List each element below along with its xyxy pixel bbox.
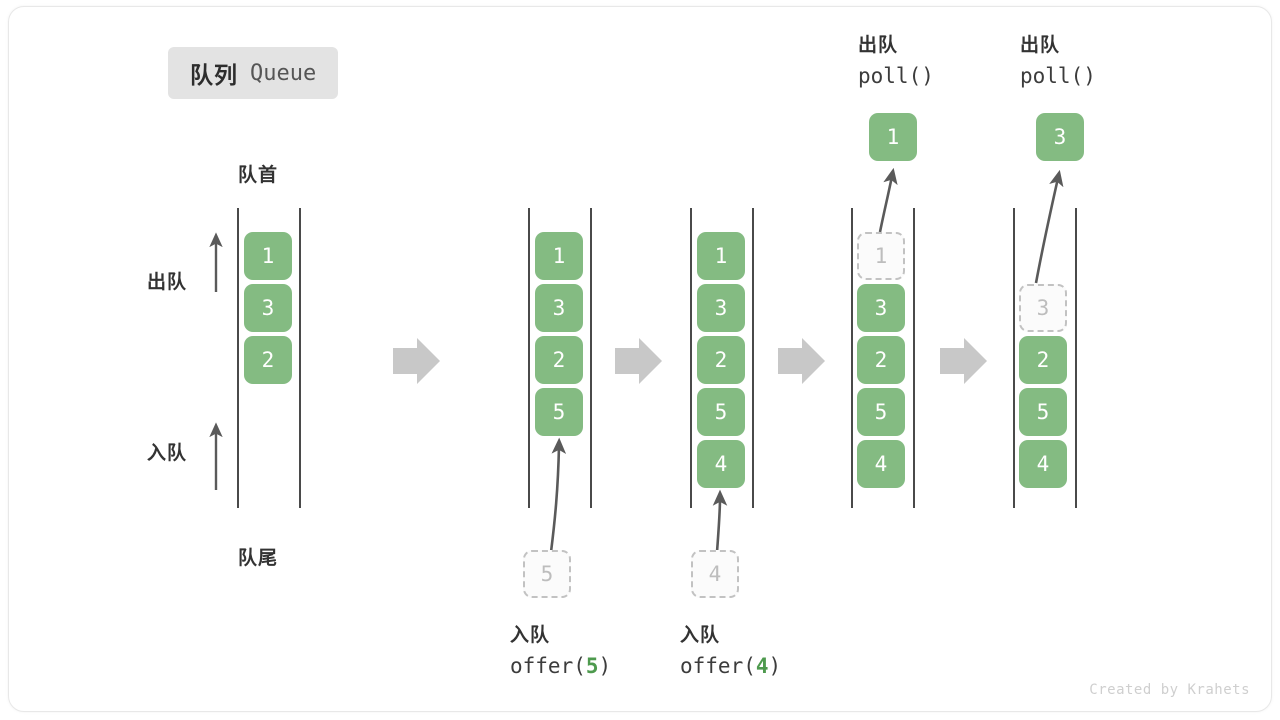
incoming-cell-stage-2: 5 bbox=[523, 550, 571, 598]
cell-stage-2-3: 5 bbox=[535, 388, 583, 436]
caption-bottom-stage-2-line1: 入队 bbox=[510, 625, 551, 646]
caption-top-stage-5-line1: 出队 bbox=[1020, 35, 1061, 56]
caption-bottom-stage-3-line2: offer(4) bbox=[680, 654, 782, 679]
cell-stage-2-1: 3 bbox=[535, 284, 583, 332]
rail-stage-4-right bbox=[913, 208, 915, 508]
cell-stage-4-0: 1 bbox=[857, 232, 905, 280]
rail-stage-1-right bbox=[299, 208, 301, 508]
cell-stage-3-2: 2 bbox=[697, 336, 745, 384]
caption-top-stage-4-line1: 出队 bbox=[858, 35, 899, 56]
dequeue-arrow-stage-4 bbox=[878, 167, 898, 233]
cell-stage-3-1: 3 bbox=[697, 284, 745, 332]
outgoing-cell-stage-4: 1 bbox=[869, 113, 917, 161]
cell-stage-2-0: 1 bbox=[535, 232, 583, 280]
rail-stage-3-right bbox=[752, 208, 754, 508]
cell-stage-5-2: 2 bbox=[1019, 336, 1067, 384]
cell-stage-5-4: 4 bbox=[1019, 440, 1067, 488]
rail-stage-2-left bbox=[528, 208, 530, 508]
caption-bottom-stage-2-line2: offer(5) bbox=[510, 654, 612, 679]
step-arrow-1 bbox=[393, 338, 440, 384]
cell-stage-5-3: 5 bbox=[1019, 388, 1067, 436]
enqueue-side-label: 入队 bbox=[147, 443, 188, 464]
cell-stage-3-0: 1 bbox=[697, 232, 745, 280]
cell-stage-4-4: 4 bbox=[857, 440, 905, 488]
dequeue-arrow-stage-5 bbox=[1034, 169, 1064, 284]
cell-stage-3-4: 4 bbox=[697, 440, 745, 488]
caption-top-stage-5: 出队 poll() bbox=[1020, 31, 1096, 93]
caption-bottom-stage-3: 入队 offer(4) bbox=[680, 621, 781, 683]
title-chinese: 队列 bbox=[190, 62, 238, 88]
cell-stage-1-0: 1 bbox=[244, 232, 292, 280]
queue-front-label: 队首 bbox=[238, 165, 279, 186]
step-arrow-3 bbox=[778, 338, 825, 384]
caption-top-stage-5-line2: poll() bbox=[1020, 64, 1096, 89]
rail-stage-5-left bbox=[1013, 208, 1015, 508]
dequeue-side-label: 出队 bbox=[147, 272, 188, 293]
incoming-cell-stage-3: 4 bbox=[691, 550, 739, 598]
cell-stage-1-2: 2 bbox=[244, 336, 292, 384]
offer-arg-5: 5 bbox=[585, 654, 599, 679]
enqueue-arrow-stage-3 bbox=[712, 489, 728, 553]
cell-stage-4-3: 5 bbox=[857, 388, 905, 436]
caption-bottom-stage-3-line1: 入队 bbox=[680, 625, 721, 646]
caption-bottom-stage-2: 入队 offer(5) bbox=[510, 621, 611, 683]
rail-stage-1-left bbox=[237, 208, 239, 508]
queue-rear-label: 队尾 bbox=[238, 548, 279, 569]
caption-top-stage-4: 出队 poll() bbox=[858, 31, 934, 93]
outgoing-cell-stage-5: 3 bbox=[1036, 113, 1084, 161]
offer-arg-4: 4 bbox=[755, 654, 769, 679]
cell-stage-4-1: 3 bbox=[857, 284, 905, 332]
rail-stage-5-right bbox=[1075, 208, 1077, 508]
step-arrow-4 bbox=[940, 338, 987, 384]
rail-stage-4-left bbox=[851, 208, 853, 508]
step-arrow-2 bbox=[615, 338, 662, 384]
cell-stage-1-1: 3 bbox=[244, 284, 292, 332]
diagram-title-badge: 队列 Queue bbox=[168, 47, 339, 99]
enqueue-arrow-stage-2 bbox=[549, 437, 567, 553]
cell-stage-3-3: 5 bbox=[697, 388, 745, 436]
watermark: Created by Krahets bbox=[1089, 682, 1250, 698]
title-english: Queue bbox=[250, 60, 317, 86]
cell-stage-4-2: 2 bbox=[857, 336, 905, 384]
cell-stage-2-2: 2 bbox=[535, 336, 583, 384]
caption-top-stage-4-line2: poll() bbox=[858, 64, 934, 89]
cell-stage-5-1: 3 bbox=[1019, 284, 1067, 332]
rail-stage-3-left bbox=[690, 208, 692, 508]
rail-stage-2-right bbox=[590, 208, 592, 508]
